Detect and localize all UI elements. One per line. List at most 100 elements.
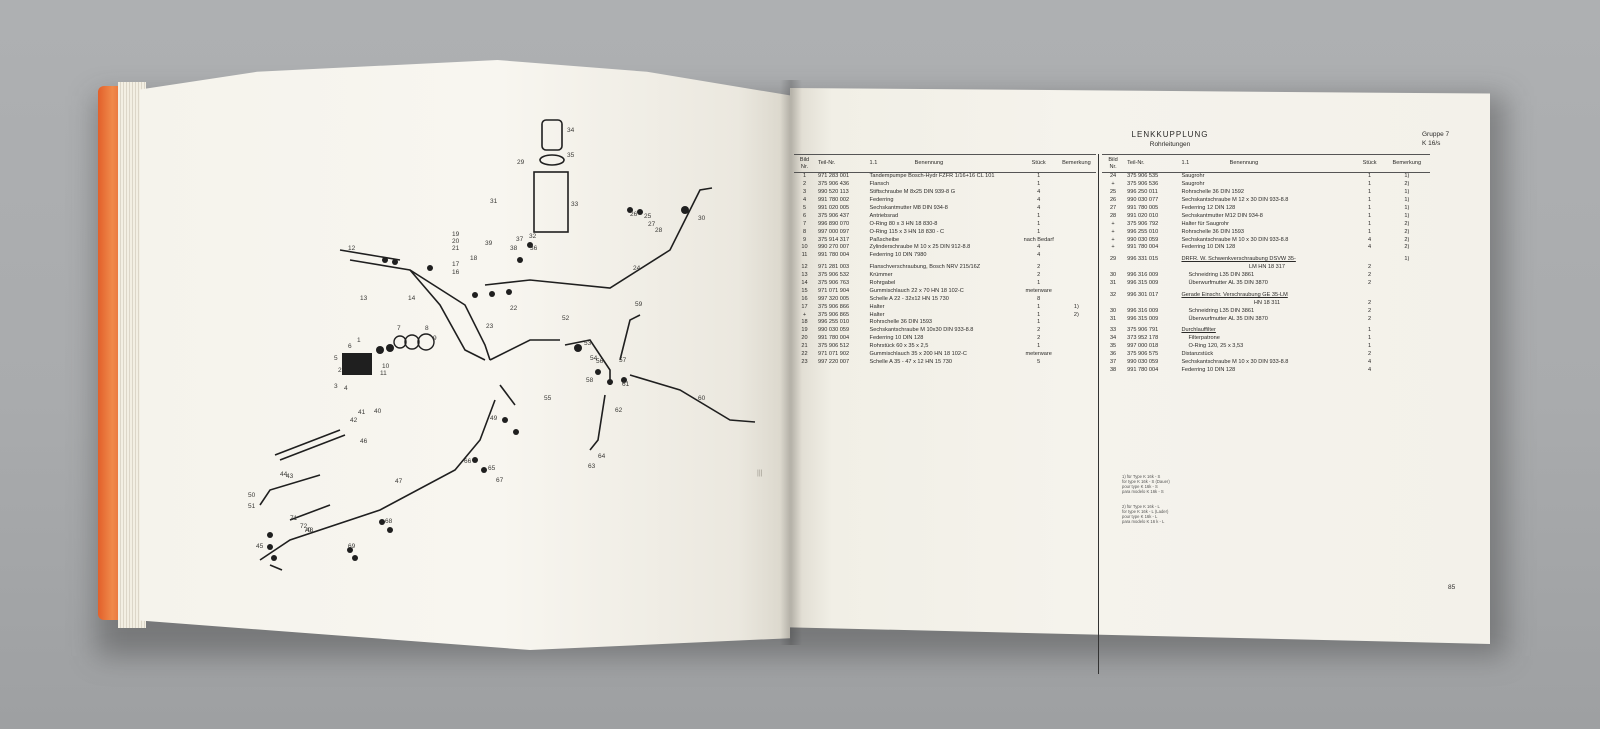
- cell-bild-nr: +: [1111, 228, 1115, 235]
- cell-bemerkung: 2): [1073, 311, 1079, 318]
- diagram-label: 42: [350, 417, 358, 424]
- cell-bemerkung: [1057, 212, 1096, 220]
- cell-teil-nr: 991 780 005: [1127, 205, 1159, 211]
- diagram-label: 65: [488, 465, 496, 472]
- cell-bild-nr: [1102, 299, 1124, 307]
- diagram-label: 14: [408, 295, 416, 302]
- diagram-label: 12: [348, 245, 356, 252]
- cell-bemerkung: [1384, 291, 1430, 299]
- cell-benennung: Flansch: [869, 181, 890, 188]
- cell-bemerkung: [1057, 272, 1096, 280]
- filter-cartridge-shape: [541, 119, 563, 151]
- cell-stueck: 4: [1368, 366, 1372, 373]
- cell-stueck: 4: [1368, 359, 1372, 366]
- cell-teil-nr: 375 906 536: [1127, 181, 1159, 188]
- cell-bemerkung: [1057, 189, 1096, 197]
- cell-bemerkung: [1384, 335, 1430, 343]
- cell-bemerkung: [1057, 197, 1096, 205]
- cell-bild-nr: 5: [802, 205, 807, 211]
- col-benennung-label: Benennung: [914, 160, 944, 166]
- cell-bild-nr: 3: [802, 189, 807, 196]
- cell-bild-nr: 10: [801, 244, 808, 251]
- diagram-label: 13: [360, 295, 368, 302]
- cell-bemerkung: [1057, 181, 1096, 189]
- diagram-label: 46: [360, 438, 368, 445]
- diagram-label: 41: [358, 409, 366, 416]
- cell-stueck: 1: [1037, 173, 1041, 180]
- cell-teil-nr: 990 270 007: [818, 244, 850, 251]
- diagram-label: 68: [385, 518, 393, 525]
- cell-bild-nr: +: [1111, 220, 1115, 227]
- parts-table-right: Bild Nr. Teil-Nr. 1.1 Benennung Stück Be…: [1102, 154, 1430, 374]
- cell-stueck: 1: [1368, 327, 1372, 334]
- cell-stueck: 1: [1037, 311, 1041, 318]
- cell-benennung: Sechskantschraube M 10 x 30 DIN 933-8.8: [1181, 359, 1289, 366]
- cell-benennung: Flanschverschraubung, Bosch NRV 215/16Z: [869, 264, 981, 271]
- cell-stueck: 1: [1037, 319, 1041, 326]
- cell-teil-nr: 990 030 059: [818, 327, 850, 334]
- cell-benennung: Sechskantmutter M12 DIN 934-8: [1181, 212, 1263, 219]
- cell-teil-nr: 996 890 070: [818, 220, 850, 227]
- diagram-label: 3: [334, 383, 338, 390]
- cell-bild-nr: 16: [801, 295, 808, 302]
- cell-bemerkung: 1): [1404, 205, 1410, 211]
- cell-bild-nr: +: [1111, 244, 1115, 251]
- cell-stueck: 2: [1037, 264, 1041, 271]
- cell-benennung: Tandempumpe Bosch-Hydr FZFR 1/16+16 CL 1…: [869, 173, 995, 180]
- diagram-label: 25: [644, 213, 652, 220]
- page-mark: |||: [757, 470, 763, 477]
- diagram-label: 51: [248, 503, 256, 510]
- col-bild-nr: Bild Nr.: [794, 154, 816, 173]
- diagram-label: 45: [256, 543, 264, 550]
- diagram-label: 31: [490, 198, 498, 205]
- diagram-label: 49: [490, 415, 498, 422]
- cell-bemerkung: [1384, 366, 1430, 374]
- cell-benennung: Krümmer: [869, 272, 893, 279]
- cell-teil-nr: 996 331 015: [1127, 256, 1159, 263]
- cell-bemerkung: 1): [1404, 197, 1410, 204]
- cell-bild-nr: 37: [1109, 359, 1117, 366]
- cell-bild-nr: 2: [802, 181, 807, 188]
- diagram-label: 35: [567, 152, 575, 159]
- cell-benennung: Halter: [869, 303, 885, 310]
- diagram-label: 28: [655, 227, 663, 234]
- diagram-label: 11: [380, 370, 387, 377]
- cell-bild-nr: 11: [801, 252, 808, 259]
- cell-bild-nr: 36: [1109, 351, 1117, 358]
- diagram-label: 48: [306, 527, 314, 534]
- cell-bemerkung: 1): [1404, 173, 1410, 180]
- diagram-label: 62: [615, 407, 623, 414]
- cell-bild-nr: 28: [1109, 212, 1117, 219]
- diagram-label: 8: [425, 325, 429, 332]
- cell-bemerkung: [1384, 272, 1430, 280]
- cell-bild-nr: 24: [1109, 173, 1117, 180]
- cell-bild-nr: 6: [802, 212, 807, 219]
- cell-teil-nr: 996 255 010: [818, 319, 850, 326]
- footnote-line: para modelo K 16 k - L: [1122, 519, 1165, 524]
- cell-bild-nr: +: [1111, 181, 1115, 188]
- cell-benennung: Gerade Einschr. Verschraubung GE 35-LM: [1181, 291, 1288, 298]
- cell-teil-nr: 991 780 004: [1127, 244, 1159, 251]
- cell-stueck: 4: [1037, 252, 1041, 259]
- diagram-label: 37: [516, 236, 524, 243]
- cell-stueck: 4: [1037, 197, 1041, 204]
- cell-stueck: 1: [1037, 303, 1041, 310]
- cell-benennung: O-Ring 80 x 3 HN 18 830-8: [869, 220, 938, 227]
- tandem-pump-shape: [342, 353, 372, 375]
- cell-benennung: O-Ring 115 x 3 HN 18 830 - C: [869, 228, 945, 235]
- cell-teil-nr: 971 283 001: [818, 173, 850, 180]
- diagram-label: 7: [397, 325, 401, 332]
- cell-bild-nr: 31: [1109, 280, 1117, 287]
- cell-teil-nr: 990 520 113: [818, 189, 849, 196]
- cell-bild-nr: 14: [801, 280, 808, 287]
- cell-benennung: Rohrstück 60 x 35 x 2,5: [869, 343, 929, 350]
- cell-teil-nr: 991 020 010: [1127, 212, 1159, 219]
- diagram-label: 32: [529, 233, 537, 240]
